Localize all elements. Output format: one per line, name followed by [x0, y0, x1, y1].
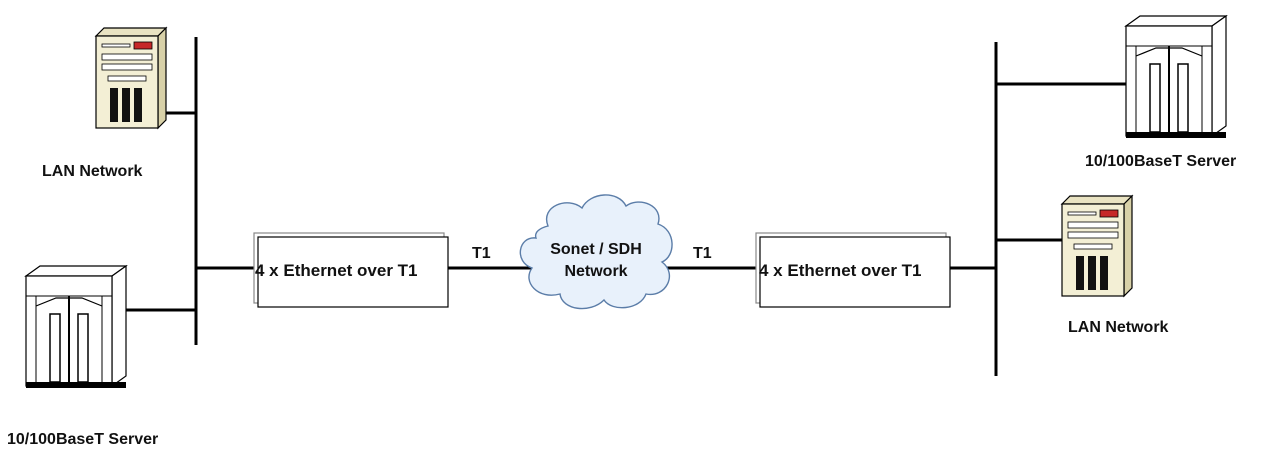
left-device-label: 4 x Ethernet over T1 — [255, 261, 418, 280]
left-t1-label: T1 — [472, 245, 491, 262]
left-lan-label: LAN Network — [42, 163, 143, 180]
left-ethernet-device — [253, 232, 449, 308]
right-device-label: 4 x Ethernet over T1 — [759, 261, 922, 280]
left-server-cabinet-icon — [25, 265, 127, 389]
left-server-label: 10/100BaseT Server — [7, 431, 158, 448]
left-bus — [124, 37, 258, 345]
right-server-label: 10/100BaseT Server — [1085, 153, 1236, 170]
cloud-label-line2: Network — [564, 263, 627, 280]
sonet-sdh-cloud-icon — [519, 194, 673, 310]
cloud-label-line1: Sonet / SDH — [550, 241, 642, 258]
right-t1-label: T1 — [693, 245, 712, 262]
right-lan-tower-icon — [1061, 195, 1133, 297]
right-lan-label: LAN Network — [1068, 319, 1169, 336]
right-bus — [946, 42, 1126, 376]
right-server-cabinet-icon — [1125, 15, 1227, 139]
right-ethernet-device — [755, 232, 951, 308]
left-lan-tower-icon — [95, 27, 167, 129]
